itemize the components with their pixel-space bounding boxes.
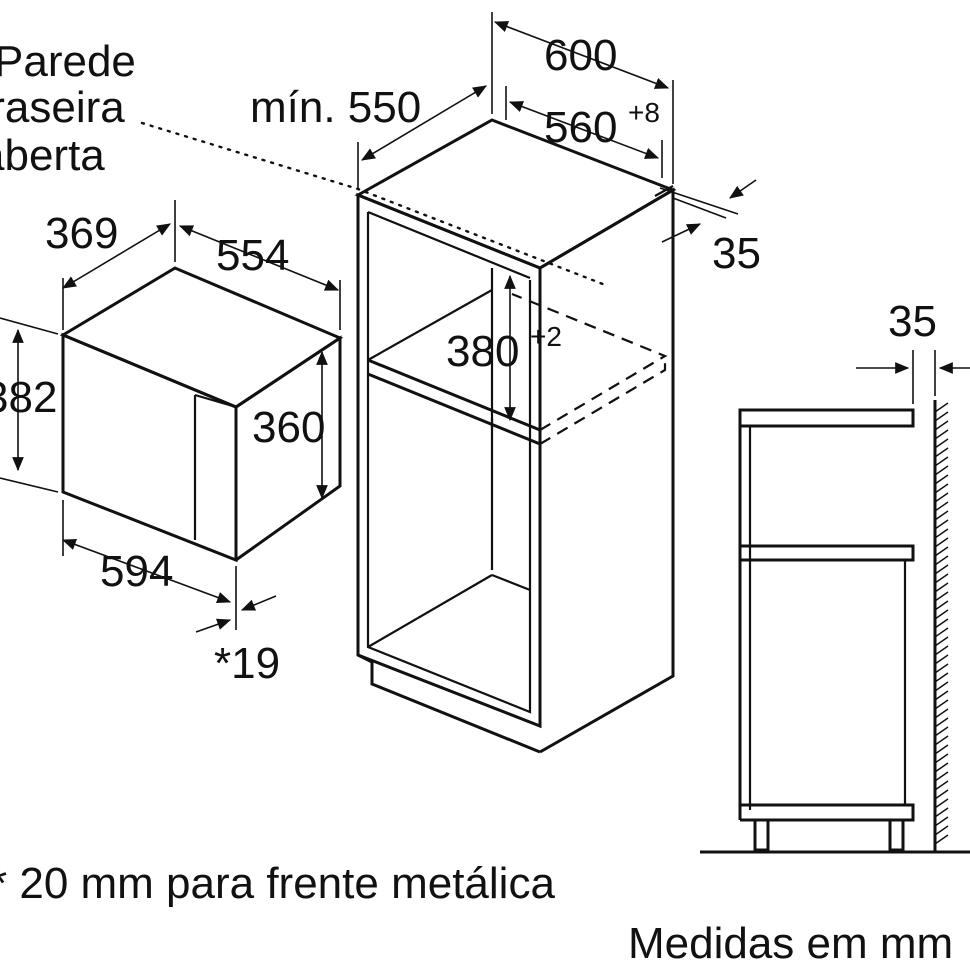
oven-height-label: 382 (0, 373, 57, 422)
oven-width-dim-line (61, 538, 232, 604)
microwave-dimensions: 369 554 382 360 594 *19 (0, 200, 341, 688)
side-view-lower-box (738, 560, 907, 807)
cabinet-top-face (354, 118, 677, 270)
side-view-shelf (738, 544, 915, 562)
oven-width-top-dim-line (178, 225, 340, 291)
side-view-top-panel (738, 408, 915, 428)
microwave-appliance (59, 266, 344, 563)
cabinet-width-label: 600 (544, 31, 617, 80)
microwave-front-face (61, 332, 238, 563)
rear-wall-hatching (934, 402, 949, 845)
side-depth-label: 35 (712, 229, 761, 278)
rear-wall-label-line1: Parede (0, 37, 136, 86)
oven-width-top-label: 554 (216, 231, 289, 280)
niche-dashed-bottom (539, 356, 667, 445)
oven-depth-label: 369 (45, 209, 118, 258)
microwave-top-face (59, 266, 344, 409)
tall-cabinet (354, 118, 677, 754)
side-view-cabinet (700, 400, 970, 854)
microwave-door-top (194, 393, 237, 409)
metal-front-note: * 20 mm para frente metálica (0, 859, 555, 908)
niche-width-label: 560 (544, 103, 617, 152)
side-view-leg-back (888, 820, 905, 852)
niche-dashed-top (511, 292, 668, 431)
units-note: Medidas em mm (628, 919, 953, 968)
cabinet-front-face (356, 192, 542, 729)
niche-width-dim-line (508, 101, 660, 159)
side-gap-dimension: 35 (856, 297, 970, 404)
frame-depth-label: *19 (214, 639, 280, 688)
side-gap-label: 35 (888, 297, 937, 346)
microwave-side-face (235, 335, 342, 562)
min-depth-label: mín. 550 (250, 83, 421, 132)
side-view-leg-front (753, 820, 770, 852)
oven-width-label: 594 (100, 547, 173, 596)
cabinet-width-dim-line (493, 21, 670, 89)
oven-depth-dim-line (61, 223, 172, 289)
rear-wall-label-line2: traseira (0, 83, 125, 132)
niche-height-label: 380 (446, 327, 519, 376)
cabinet-dimensions: 600 560 +8 mín. 550 35 380 +2 (250, 12, 761, 422)
rear-wall-leader-dotted (140, 121, 610, 288)
min-depth-dim-line (360, 85, 488, 161)
frame-height-label: 360 (252, 403, 325, 452)
cabinet-side-face (539, 187, 675, 754)
cabinet-inner-frame (366, 212, 532, 714)
cabinet-plinth (357, 653, 541, 754)
niche-width-tolerance: +8 (628, 97, 660, 128)
niche-height-tolerance: +2 (530, 321, 562, 352)
